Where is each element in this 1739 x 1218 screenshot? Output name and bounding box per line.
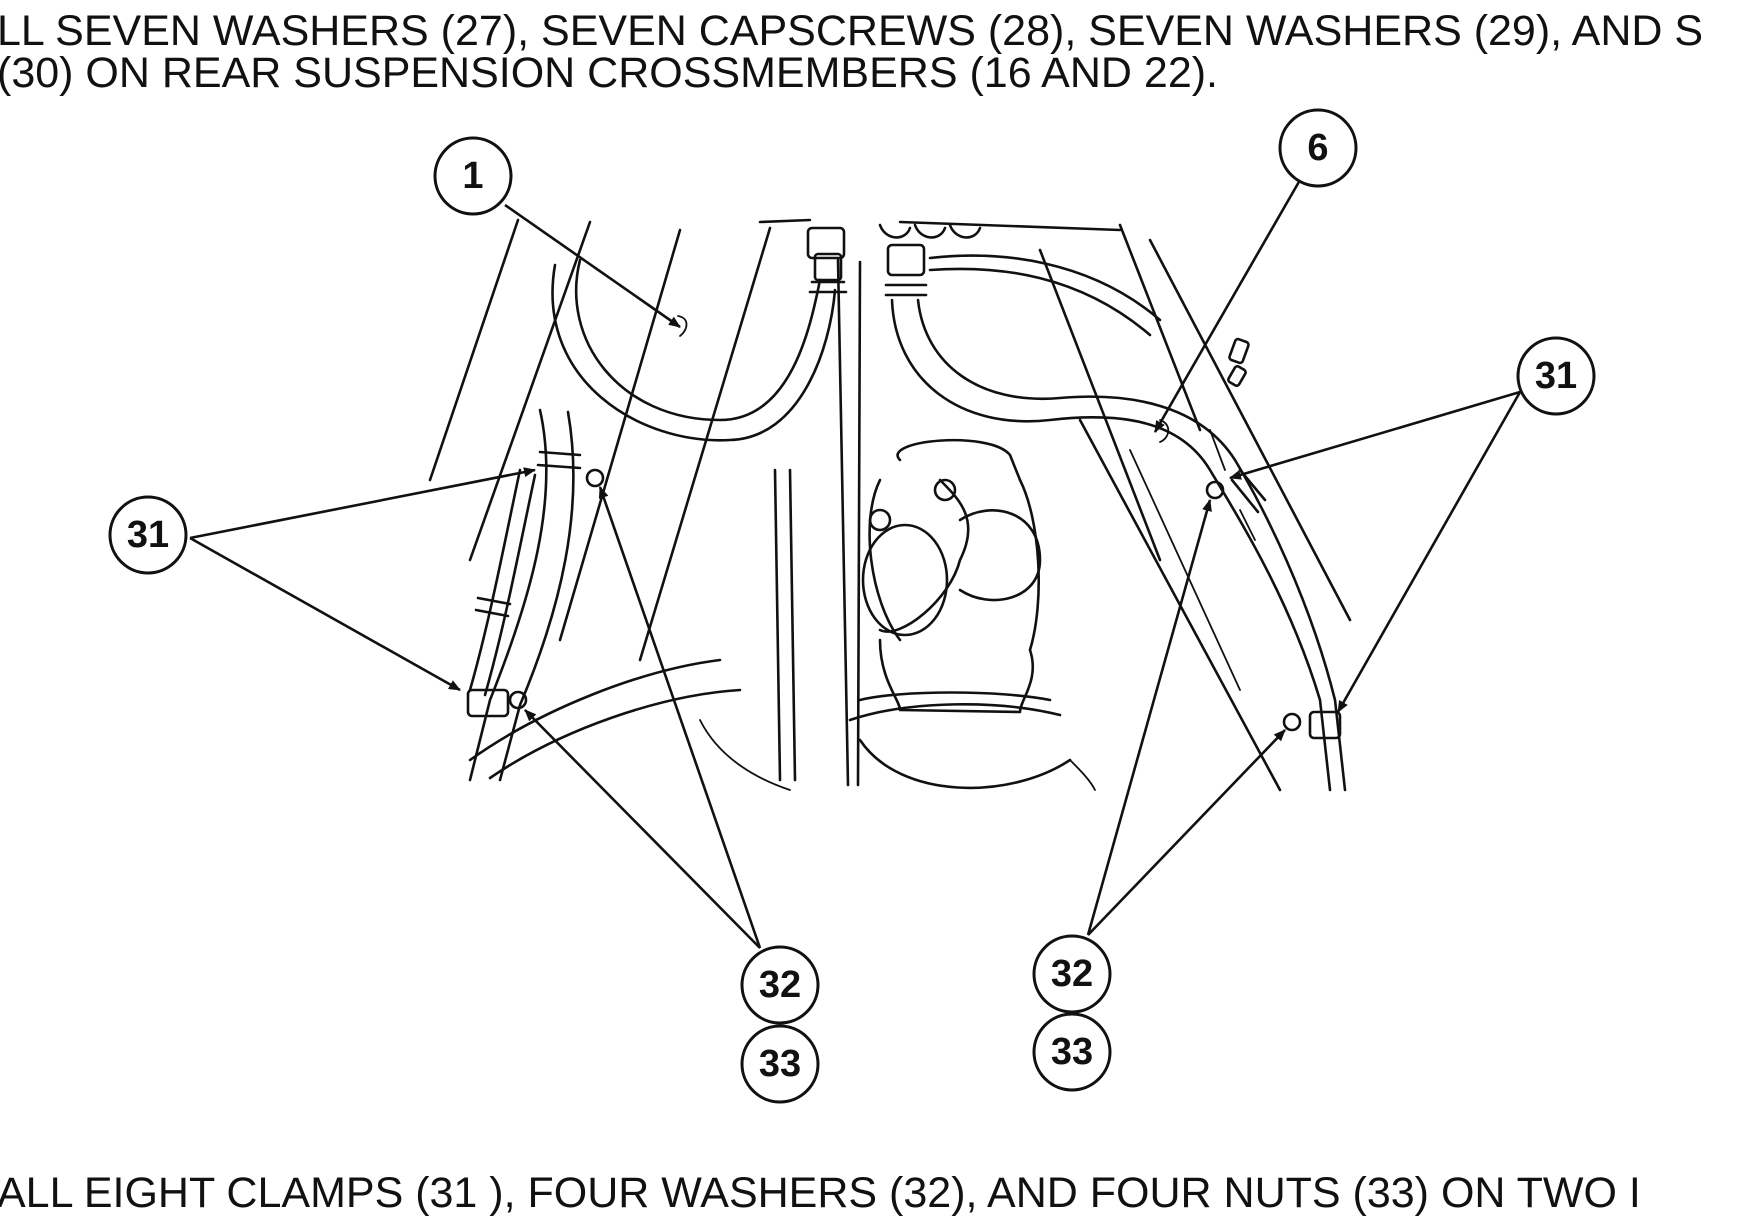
air-spring-assembly [699, 438, 1096, 791]
callout-6: 6 [1278, 108, 1358, 188]
top-fittings [878, 223, 982, 239]
frame-rails [428, 218, 1352, 792]
svg-text:6: 6 [1307, 127, 1328, 169]
instruction-bottom-line: ALL EIGHT CLAMPS (31 ), FOUR WASHERS (32… [0, 1169, 1641, 1217]
svg-text:31: 31 [1535, 355, 1577, 397]
callout-32-left: 32 [740, 945, 820, 1025]
svg-text:33: 33 [1051, 1031, 1093, 1073]
left-vertical-hose [466, 408, 742, 782]
svg-text:31: 31 [127, 514, 169, 556]
instruction-top-line-1: LL SEVEN WASHERS (27), SEVEN CAPSCREWS (… [0, 7, 1704, 55]
callout-31-left: 31 [108, 495, 188, 575]
svg-text:32: 32 [1051, 953, 1093, 995]
right-hose-loop [884, 243, 1347, 792]
callout-31-right: 31 [1516, 336, 1596, 416]
callout-33-right: 33 [1032, 1012, 1112, 1092]
instruction-top-line-2: (30) ON REAR SUSPENSION CROSSMEMBERS (16… [0, 49, 1219, 97]
svg-text:32: 32 [759, 964, 801, 1006]
svg-text:33: 33 [759, 1043, 801, 1085]
leader-lines [189, 179, 1522, 949]
svg-text:1: 1 [462, 155, 483, 197]
left-hose-loop [551, 226, 848, 442]
callout-33-left: 33 [740, 1024, 820, 1104]
center-post [773, 258, 862, 787]
callout-1: 1 [433, 136, 513, 216]
callout-32-right: 32 [1032, 934, 1112, 1014]
